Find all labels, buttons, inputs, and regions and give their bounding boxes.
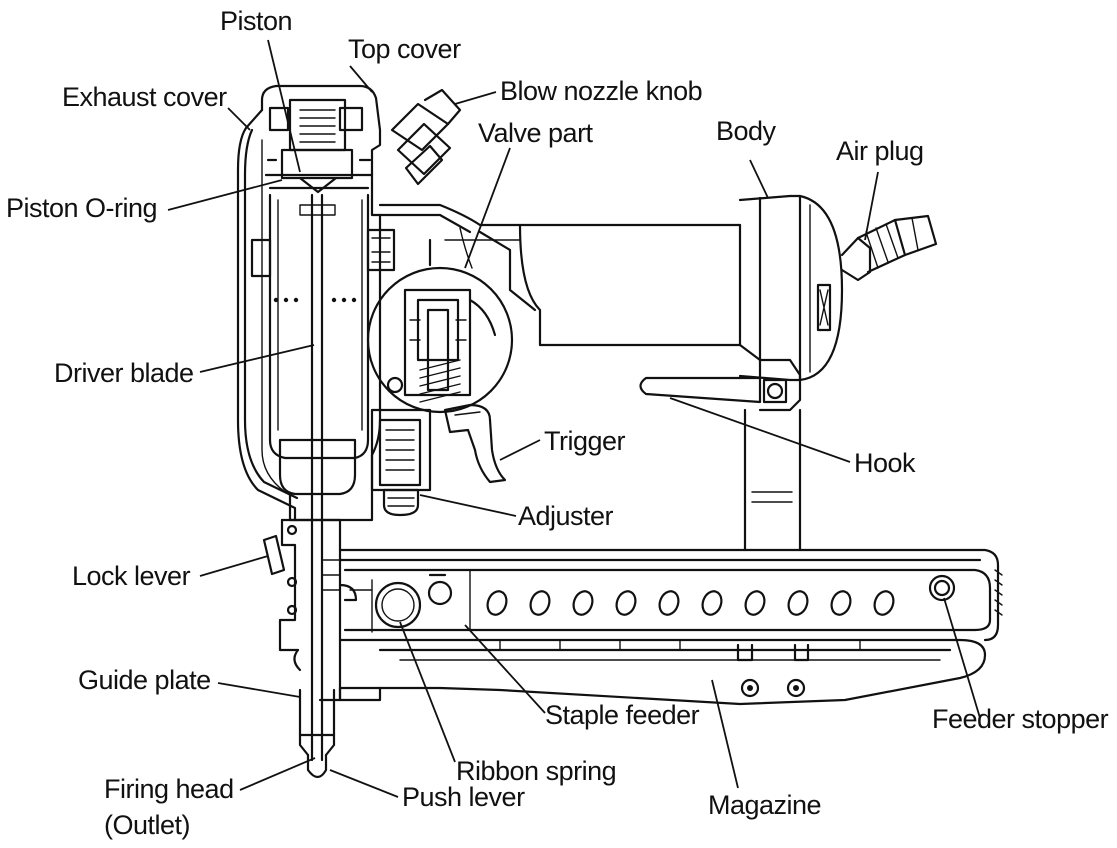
label-piston-o-ring: Piston O-ring xyxy=(6,193,158,223)
blow-nozzle-part xyxy=(390,88,462,186)
ribbon-spring-part xyxy=(371,573,453,633)
label-piston: Piston xyxy=(220,6,293,36)
label-exhaust-cover: Exhaust cover xyxy=(62,82,227,112)
label-trigger: Trigger xyxy=(544,426,626,456)
label-ribbon-spring: Ribbon spring xyxy=(456,756,617,786)
leader-lines xyxy=(167,39,981,798)
nose-part xyxy=(262,518,382,779)
label-lock-lever: Lock lever xyxy=(72,561,191,591)
label-firing-head: Firing head xyxy=(104,774,234,804)
hook-part xyxy=(639,343,802,552)
label-top-cover: Top cover xyxy=(348,34,461,64)
label-air-plug: Air plug xyxy=(836,136,924,166)
cylinder-dots xyxy=(273,297,357,303)
label-staple-feeder: Staple feeder xyxy=(545,700,700,730)
valve-part xyxy=(366,266,514,414)
feeder-stopper-part xyxy=(928,574,956,602)
label-guide-plate: Guide plate xyxy=(78,665,211,695)
label-blow-nozzle-knob: Blow nozzle knob xyxy=(500,76,703,106)
label-hook: Hook xyxy=(854,448,916,478)
magazine-windows xyxy=(486,590,895,616)
label-magazine: Magazine xyxy=(708,790,822,820)
handle-body xyxy=(378,194,844,382)
magazine-part xyxy=(338,548,1003,706)
side-fittings xyxy=(250,228,396,278)
piston-assembly xyxy=(266,98,372,194)
label-outlet: (Outlet) xyxy=(104,810,191,840)
driver-blade-part xyxy=(299,193,336,762)
label-adjuster: Adjuster xyxy=(518,501,614,531)
label-body: Body xyxy=(716,116,776,146)
label-valve-part: Valve part xyxy=(478,118,593,148)
adjuster-part xyxy=(370,408,432,517)
trigger-part xyxy=(443,403,507,484)
label-push-lever: Push lever xyxy=(402,782,525,812)
air-plug-part xyxy=(840,214,938,282)
label-driver-blade: Driver blade xyxy=(54,358,194,388)
label-feeder-stopper: Feeder stopper xyxy=(932,704,1109,734)
